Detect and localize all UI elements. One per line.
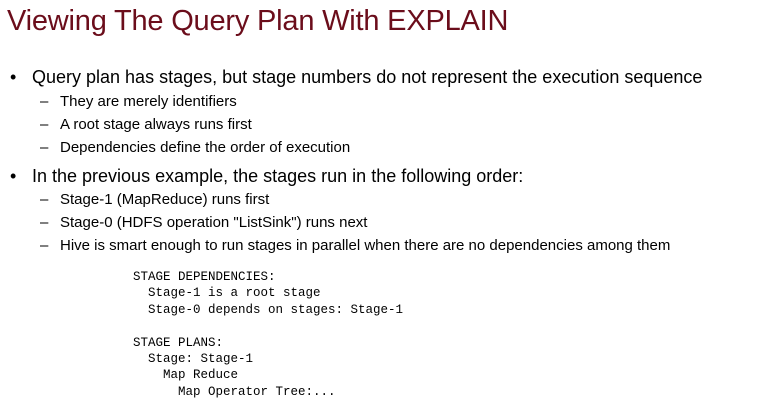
code-line: Map Reduce [133, 368, 239, 383]
code-line: STAGE DEPENDENCIES: [133, 270, 276, 284]
bullet-text: In the previous example, the stages run … [32, 166, 524, 186]
dash-marker: – [40, 191, 49, 208]
slide-title: Viewing The Query Plan With EXPLAIN [7, 5, 509, 37]
code-block: STAGE DEPENDENCIES: Stage-1 is a root st… [133, 269, 403, 400]
sub-bullet-text: Dependencies define the order of executi… [60, 139, 351, 156]
sub-bullet-text: They are merely identifiers [60, 93, 237, 110]
dash-marker: – [40, 237, 49, 254]
code-line: Stage-1 is a root stage [133, 286, 321, 301]
code-line [133, 318, 403, 334]
dash-marker: – [40, 93, 49, 110]
bullet-text: Query plan has stages, but stage numbers… [32, 67, 703, 87]
code-line: Map Operator Tree:... [133, 384, 336, 399]
dash-marker: – [40, 214, 49, 231]
sub-bullet-text: Stage-0 (HDFS operation "ListSink") runs… [60, 214, 368, 231]
sub-bullet-text: A root stage always runs first [60, 116, 252, 133]
sub-bullet-text: Hive is smart enough to run stages in pa… [60, 237, 671, 254]
bullet-marker: • [10, 67, 17, 87]
sub-bullet-text: Stage-1 (MapReduce) runs first [60, 191, 270, 208]
bullet-marker: • [10, 166, 17, 186]
code-line: Stage: Stage-1 [133, 351, 254, 366]
dash-marker: – [40, 139, 49, 156]
dash-marker: – [40, 116, 49, 133]
code-line: STAGE PLANS: [133, 335, 224, 350]
code-line: Stage-0 depends on stages: Stage-1 [133, 302, 404, 317]
